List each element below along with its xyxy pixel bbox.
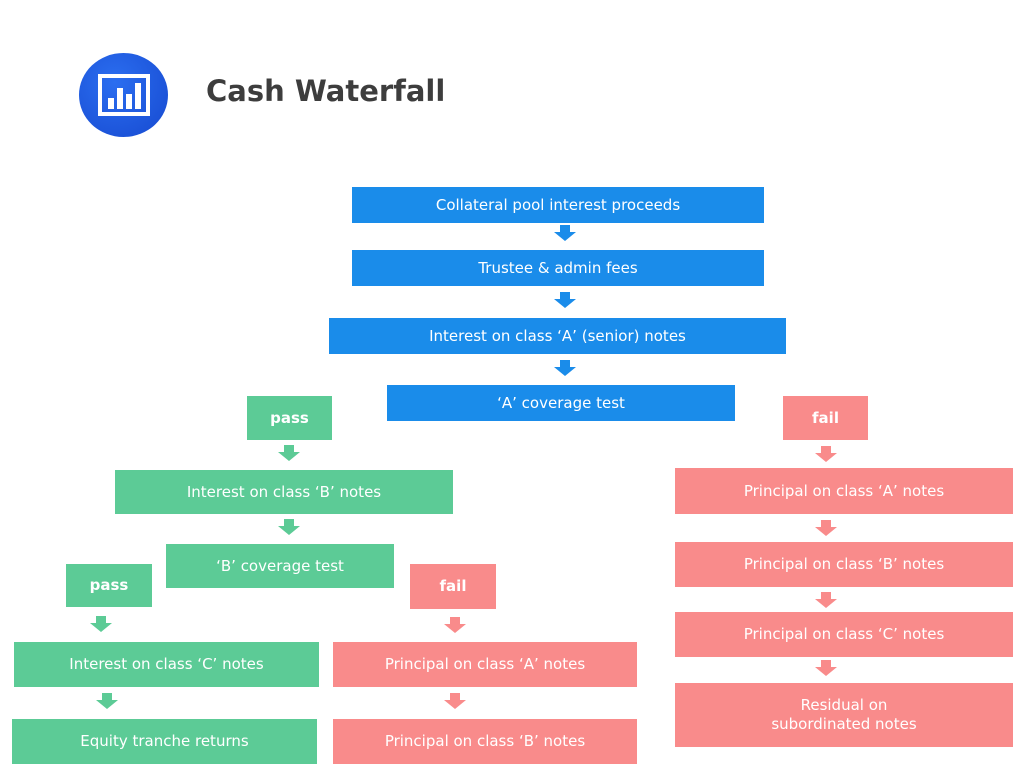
down-arrow-icon	[444, 617, 466, 633]
down-arrow-icon	[278, 519, 300, 535]
interest-c-step: Interest on class ‘C’ notes	[14, 642, 319, 687]
down-arrow-icon	[815, 592, 837, 608]
down-arrow-icon	[96, 693, 118, 709]
test-b-step: ‘B’ coverage test	[166, 544, 394, 588]
page-title: Cash Waterfall	[206, 74, 446, 108]
residual-step: Residual on subordinated notes	[675, 683, 1013, 747]
interest-b-step: Interest on class ‘B’ notes	[115, 470, 453, 514]
equity-step: Equity tranche returns	[12, 719, 317, 764]
test-a-step: ‘A’ coverage test	[387, 385, 735, 421]
down-arrow-icon	[90, 616, 112, 632]
pass-a-label: pass	[247, 396, 332, 440]
bar-chart-icon	[97, 74, 150, 116]
interest-a-step: Interest on class ‘A’ (senior) notes	[329, 318, 786, 354]
a-fail-principal-b-step: Principal on class ‘B’ notes	[675, 542, 1013, 587]
down-arrow-icon	[554, 292, 576, 308]
pass-b-label: pass	[66, 564, 152, 607]
a-fail-principal-c-step: Principal on class ‘C’ notes	[675, 612, 1013, 657]
down-arrow-icon	[554, 360, 576, 376]
fail-b-label: fail	[410, 564, 496, 609]
b-fail-principal-b-step: Principal on class ‘B’ notes	[333, 719, 637, 764]
trustee-step: Trustee & admin fees	[352, 250, 764, 286]
collateral-step: Collateral pool interest proceeds	[352, 187, 764, 223]
down-arrow-icon	[815, 520, 837, 536]
logo	[79, 53, 168, 137]
fail-a-label: fail	[783, 396, 868, 440]
down-arrow-icon	[815, 660, 837, 676]
a-fail-principal-a-step: Principal on class ‘A’ notes	[675, 468, 1013, 514]
down-arrow-icon	[815, 446, 837, 462]
down-arrow-icon	[554, 225, 576, 241]
down-arrow-icon	[278, 445, 300, 461]
down-arrow-icon	[444, 693, 466, 709]
b-fail-principal-a-step: Principal on class ‘A’ notes	[333, 642, 637, 687]
